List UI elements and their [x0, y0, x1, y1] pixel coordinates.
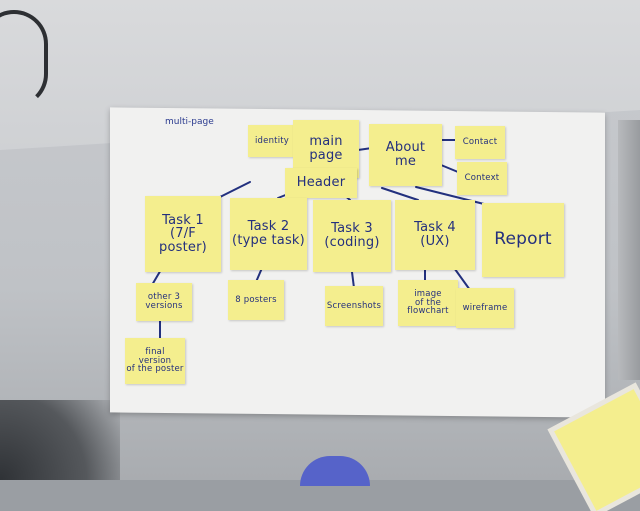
note-task-4-label: Task 4 (UX): [414, 220, 456, 249]
note-task-3: Task 3 (coding): [313, 200, 391, 272]
note-wireframe-label: wireframe: [462, 302, 508, 313]
note-contact-label: Contact: [462, 137, 498, 148]
note-header-label: Header: [296, 175, 346, 191]
note-context-label: Context: [464, 173, 500, 184]
note-header: Header: [285, 168, 357, 198]
note-task-2: Task 2 (type task): [230, 198, 307, 270]
note-report: Report: [482, 203, 564, 277]
note-screenshots-label: Screenshots: [326, 300, 382, 311]
note-identity-label: identity: [254, 135, 290, 146]
note-task-4: Task 4 (UX): [395, 200, 475, 270]
device-edge: [618, 120, 640, 380]
note-main-page-label: main page: [309, 134, 343, 163]
diagram-title: multi-page: [165, 117, 214, 127]
note-contact: Contact: [455, 126, 505, 159]
note-about-me-label: About me: [385, 140, 426, 169]
note-image-flowchart-label: image of the flowchart: [407, 288, 449, 317]
cable: [0, 10, 48, 108]
line-header-task1: [219, 181, 251, 198]
line-header-task4: [381, 187, 419, 201]
note-screenshots: Screenshots: [325, 286, 383, 326]
note-task-3-label: Task 3 (coding): [324, 221, 380, 250]
desk-dark-corner: [0, 400, 120, 480]
note-context: Context: [457, 162, 507, 195]
note-image-flowchart: image of the flowchart: [398, 280, 458, 326]
note-other-versions: other 3 versions: [136, 283, 192, 321]
note-posters: 8 posters: [228, 280, 284, 320]
note-wireframe: wireframe: [456, 288, 514, 328]
note-final-version: final version of the poster: [125, 338, 185, 384]
line-task2-posters: [255, 267, 263, 283]
note-other-versions-label: other 3 versions: [145, 292, 183, 311]
note-task-1-label: Task 1 (7/F poster): [159, 212, 207, 255]
note-report-label: Report: [494, 229, 552, 250]
note-task-1: Task 1 (7/F poster): [145, 196, 221, 272]
note-task-2-label: Task 2 (type task): [232, 219, 305, 248]
note-identity: identity: [248, 125, 296, 157]
note-about-me: About me: [369, 124, 442, 186]
note-final-version-label: final version of the poster: [126, 346, 184, 375]
line-task3-screenshots: [351, 271, 355, 289]
note-posters-label: 8 posters: [235, 294, 277, 305]
